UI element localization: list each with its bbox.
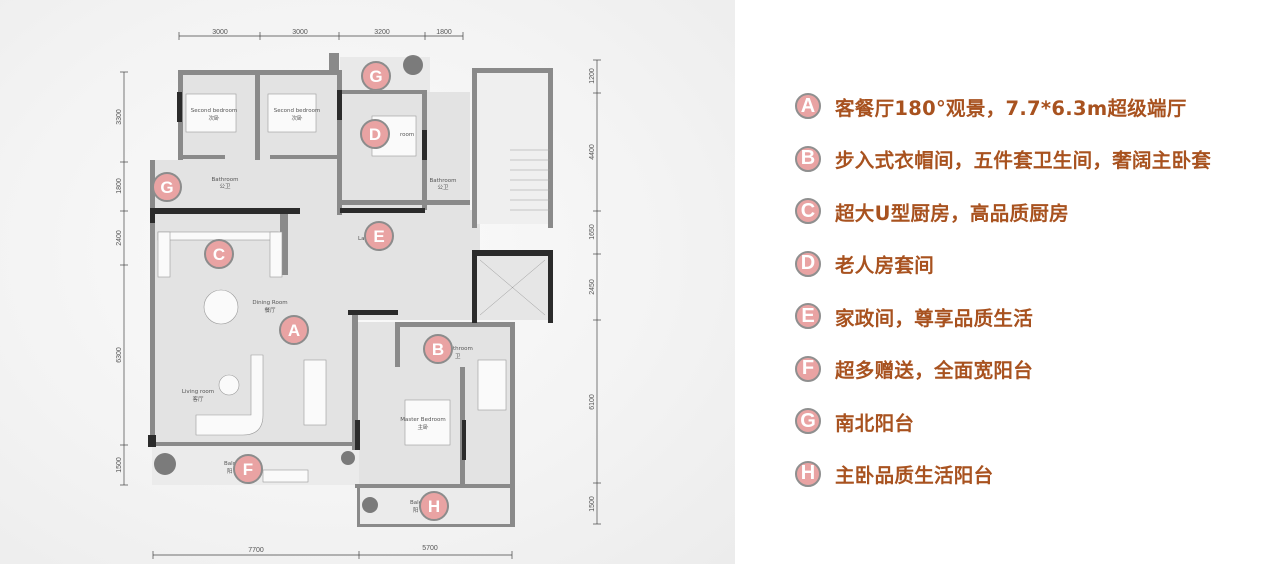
legend-badge: H bbox=[795, 460, 821, 487]
legend-text: 步入式衣帽间，五件套卫生间，奢阔主卧套 bbox=[835, 149, 1212, 173]
label-second-bedroom-1: Second bedroom bbox=[191, 108, 238, 114]
legend-item-h: H 主卧品质生活阳台 bbox=[795, 448, 1211, 501]
label-bathroom-public: Bathroom bbox=[211, 177, 238, 183]
svg-text:C: C bbox=[213, 245, 225, 264]
label-second-bedroom-2: Second bedroom bbox=[274, 108, 321, 114]
dim-top-1: 3000 bbox=[212, 29, 228, 36]
floor-plan-panel: 3000 3000 3200 1800 3300 1800 2400 6300 … bbox=[0, 0, 735, 564]
label-living: Living room bbox=[182, 389, 214, 395]
legend-text: 超多赠送，全面宽阳台 bbox=[835, 359, 1034, 383]
svg-text:F: F bbox=[243, 460, 253, 479]
dim-left-5: 1500 bbox=[116, 457, 123, 473]
stairs bbox=[479, 149, 550, 316]
dim-right-2: 4400 bbox=[589, 144, 596, 160]
label-living-cn: 客厅 bbox=[192, 395, 204, 403]
legend-item-c: C 超大U型厨房，高品质厨房 bbox=[795, 185, 1211, 238]
legend-item-a: A 客餐厅180°观景，7.7*6.3m超级端厅 bbox=[795, 80, 1211, 133]
legend-badge: G bbox=[795, 408, 821, 435]
legend-text: 客餐厅180°观景，7.7*6.3m超级端厅 bbox=[835, 96, 1187, 120]
label-bathroom-d-cn: 公卫 bbox=[437, 184, 449, 191]
label-balcony-f: Balc bbox=[224, 461, 236, 467]
legend-item-b: B 步入式衣帽间，五件套卫生间，奢阔主卧套 bbox=[795, 133, 1211, 186]
legend-badge: E bbox=[795, 303, 821, 330]
label-master-cn: 主卧 bbox=[417, 423, 429, 431]
label-master: Master Bedroom bbox=[400, 417, 445, 423]
dim-left-3: 2400 bbox=[116, 230, 123, 246]
svg-text:G: G bbox=[160, 178, 173, 197]
dim-right-1: 1200 bbox=[589, 68, 596, 84]
legend-item-d: D 老人房套间 bbox=[795, 238, 1211, 291]
legend-text: 主卧品质生活阳台 bbox=[835, 464, 994, 488]
legend-text: 南北阳台 bbox=[835, 411, 915, 435]
dim-right-5: 6100 bbox=[589, 394, 596, 410]
floor-plan: 3000 3000 3200 1800 3300 1800 2400 6300 … bbox=[116, 29, 601, 559]
label-dining-cn: 餐厅 bbox=[264, 306, 276, 314]
marker-d: D bbox=[360, 119, 390, 149]
marker-g-west: G bbox=[152, 172, 182, 202]
dim-top-3: 3200 bbox=[374, 29, 390, 36]
marker-e: E bbox=[364, 221, 394, 251]
dim-top-4: 1800 bbox=[436, 29, 452, 36]
label-bathroom-master: throom bbox=[453, 346, 473, 352]
marker-a: A bbox=[279, 315, 309, 345]
svg-text:G: G bbox=[369, 67, 382, 86]
svg-text:B: B bbox=[432, 340, 444, 359]
label-balcony-f-cn: 阳 bbox=[227, 467, 233, 475]
dim-top-2: 3000 bbox=[292, 29, 308, 36]
legend-badge: B bbox=[795, 145, 821, 172]
label-bathroom-public-cn: 公卫 bbox=[219, 183, 231, 190]
label-balcony-h: Balc bbox=[410, 500, 422, 506]
marker-f: F bbox=[233, 454, 263, 484]
plants bbox=[154, 55, 423, 513]
legend-badge: F bbox=[795, 355, 821, 382]
label-bathroom-d: Bathroom bbox=[429, 178, 456, 184]
dimension-lines bbox=[120, 32, 601, 559]
legend-item-e: E 家政间，尊享品质生活 bbox=[795, 290, 1211, 343]
legend-badge: C bbox=[795, 198, 821, 225]
dim-left-2: 1800 bbox=[116, 178, 123, 194]
svg-text:E: E bbox=[373, 227, 384, 246]
label-d-room: room bbox=[400, 132, 414, 138]
label-bathroom-master-cn: 卫 bbox=[455, 353, 461, 360]
label-second-bedroom-2-cn: 次卧 bbox=[291, 114, 303, 122]
svg-text:D: D bbox=[369, 125, 381, 144]
label-second-bedroom-1-cn: 次卧 bbox=[208, 114, 220, 122]
legend-text: 家政间，尊享品质生活 bbox=[835, 306, 1034, 330]
legend-item-f: F 超多赠送，全面宽阳台 bbox=[795, 343, 1211, 396]
svg-text:A: A bbox=[288, 321, 300, 340]
dim-bottom-1: 7700 bbox=[248, 547, 264, 554]
dim-right-6: 1500 bbox=[589, 496, 596, 512]
dim-left-4: 6300 bbox=[116, 347, 123, 363]
label-dining: Dining Room bbox=[252, 300, 287, 306]
marker-h: H bbox=[419, 491, 449, 521]
marker-g-north: G bbox=[361, 61, 391, 91]
marker-b: B bbox=[423, 334, 453, 364]
dim-right-4: 2450 bbox=[589, 279, 596, 295]
dark-walls bbox=[148, 90, 553, 460]
legend-text: 老人房套间 bbox=[835, 254, 935, 278]
dim-left-1: 3300 bbox=[116, 109, 123, 125]
legend-item-g: G 南北阳台 bbox=[795, 395, 1211, 448]
dim-right-3: 1650 bbox=[589, 224, 596, 240]
legend-text: 超大U型厨房，高品质厨房 bbox=[835, 201, 1069, 225]
svg-text:H: H bbox=[428, 497, 440, 516]
dim-bottom-2: 5700 bbox=[422, 545, 438, 552]
walls bbox=[150, 53, 553, 527]
legend: A 客餐厅180°观景，7.7*6.3m超级端厅 B 步入式衣帽间，五件套卫生间，奢… bbox=[795, 80, 1211, 500]
legend-badge: A bbox=[795, 93, 821, 120]
marker-c: C bbox=[204, 239, 234, 269]
legend-badge: D bbox=[795, 250, 821, 277]
label-laundry: Lau bbox=[358, 236, 368, 242]
label-balcony-h-cn: 阳 bbox=[413, 506, 419, 514]
